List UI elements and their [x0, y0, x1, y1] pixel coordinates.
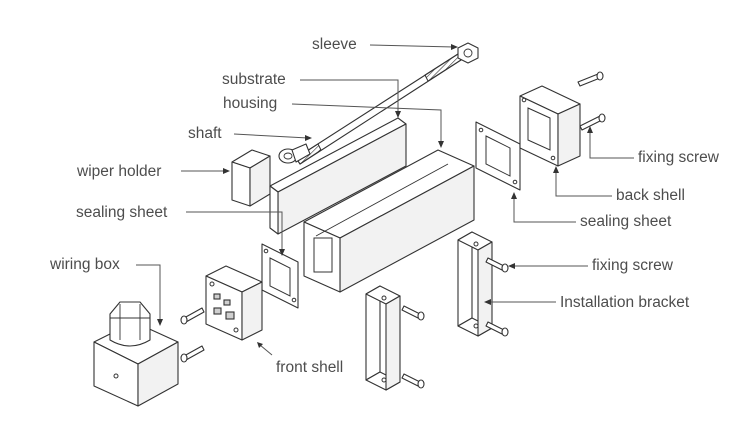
leader-lines — [136, 44, 634, 356]
label-installation-bracket: Installation bracket — [560, 294, 690, 311]
label-housing: housing — [223, 95, 278, 112]
label-wiring-box: wiring box — [50, 256, 120, 273]
substrate-plate — [269, 117, 407, 235]
screws-front-shell — [180, 307, 205, 363]
screws-bracket — [401, 257, 509, 389]
label-fixing-screw-bottom: fixing screw — [592, 257, 673, 274]
front-shell-part — [205, 265, 263, 341]
wiper-holder-block — [231, 149, 271, 207]
shaft-collar — [278, 143, 311, 164]
wiring-box-part — [93, 301, 179, 407]
housing-body — [303, 149, 475, 293]
bracket-left-part — [365, 285, 401, 391]
label-shaft: shaft — [188, 125, 222, 142]
label-wiper-holder: wiper holder — [77, 163, 162, 180]
label-sealing-sheet-left: sealing sheet — [76, 204, 168, 221]
label-sealing-sheet-right: sealing sheet — [580, 213, 672, 230]
label-fixing-screw-top: fixing screw — [638, 149, 719, 166]
label-sleeve: sleeve — [312, 36, 357, 53]
sealing-sheet-left-part — [261, 243, 299, 309]
bracket-right-part — [457, 231, 493, 337]
label-substrate: substrate — [222, 71, 286, 88]
screws-top-right — [577, 71, 606, 131]
sealing-sheet-right-part — [475, 121, 521, 191]
sleeve-nut — [457, 42, 479, 64]
back-shell-part — [519, 85, 581, 167]
label-back-shell: back shell — [616, 187, 685, 204]
label-front-shell: front shell — [276, 359, 344, 376]
